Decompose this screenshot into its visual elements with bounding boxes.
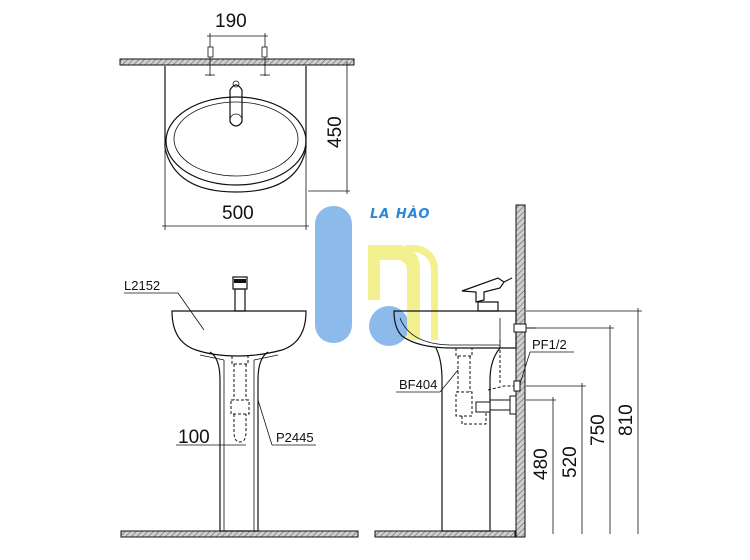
label-bf404: BF404 xyxy=(396,369,459,393)
label-p2445: P2445 xyxy=(257,399,316,446)
top-wall xyxy=(119,58,355,66)
front-faucet-icon xyxy=(232,276,248,312)
dim-750: 750 xyxy=(526,325,614,534)
logo-yellow-arches xyxy=(368,245,438,340)
logo-blue-circle xyxy=(369,306,409,346)
front-basin xyxy=(171,310,307,357)
dim-480: 480 xyxy=(526,397,556,534)
side-basin xyxy=(393,310,517,349)
side-faucet-icon xyxy=(461,277,513,312)
svg-text:100: 100 xyxy=(178,427,210,448)
dim-190: 190 xyxy=(207,11,268,47)
svg-text:BF404: BF404 xyxy=(399,377,437,392)
front-wall-bolts xyxy=(199,354,279,361)
top-bowl-inner xyxy=(173,101,299,177)
svg-text:PF1/2: PF1/2 xyxy=(532,337,567,352)
dim-450: 450 xyxy=(308,62,350,194)
side-wall xyxy=(515,204,526,538)
side-pedestal xyxy=(435,347,501,532)
front-drain-pipes xyxy=(230,355,250,443)
dim-520: 520 xyxy=(526,383,586,534)
svg-text:810: 810 xyxy=(616,404,637,436)
svg-text:500: 500 xyxy=(222,203,254,224)
watermark-logo: LA HÀO xyxy=(315,206,438,346)
svg-text:190: 190 xyxy=(215,11,247,32)
svg-text:450: 450 xyxy=(325,116,346,148)
svg-text:L2152: L2152 xyxy=(124,278,160,293)
top-bowl-outer xyxy=(165,96,307,186)
svg-text:P2445: P2445 xyxy=(276,430,314,445)
dim-100: 100 xyxy=(176,427,246,448)
dim-500: 500 xyxy=(162,150,309,230)
front-floor xyxy=(120,530,359,538)
svg-text:520: 520 xyxy=(560,446,581,478)
logo-text: LA HÀO xyxy=(370,206,430,222)
front-view: L2152 P2445 100 xyxy=(120,276,359,538)
side-floor xyxy=(374,530,516,538)
top-view: 190 450 500 xyxy=(119,11,355,230)
dim-810: 810 xyxy=(526,308,642,534)
side-view: PF1/2 BF404 810 750 520 48 xyxy=(374,204,642,538)
top-faucet-icon xyxy=(229,80,243,127)
label-l2152: L2152 xyxy=(124,278,205,331)
top-basin-outline xyxy=(164,66,307,193)
svg-text:480: 480 xyxy=(531,448,552,480)
logo-blue-bar xyxy=(315,206,352,343)
svg-text:750: 750 xyxy=(588,414,609,446)
top-wall-bolts xyxy=(205,46,270,76)
label-pf12: PF1/2 xyxy=(519,337,574,385)
